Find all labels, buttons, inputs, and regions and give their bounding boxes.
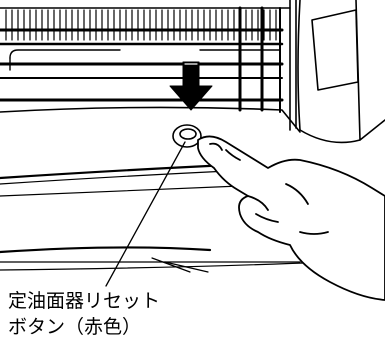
callout-line-1: 定油面器リセット [8, 290, 161, 312]
heater-side-panel [289, 0, 385, 144]
callout-line-2: ボタン（赤色） [8, 316, 142, 338]
down-arrow-icon [169, 61, 213, 111]
callout-leader-line [105, 141, 186, 287]
heater-grille [0, 6, 291, 113]
reset-button-callout: 定油面器リセット ボタン（赤色） [8, 288, 160, 340]
reset-button-drawing [172, 124, 202, 148]
hand-pointing-icon [197, 135, 385, 301]
grille-bars [5, 9, 277, 41]
